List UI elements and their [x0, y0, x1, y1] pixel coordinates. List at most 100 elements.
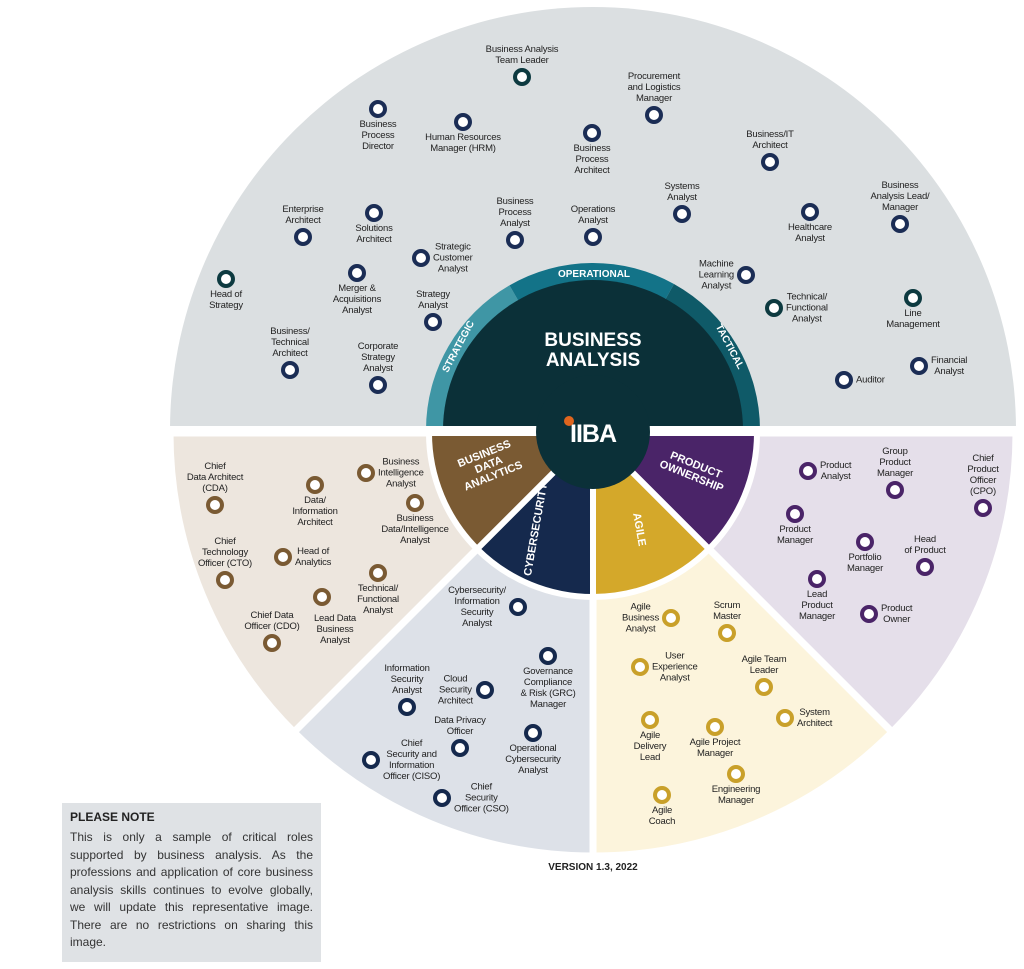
role-label-po: Head of Product [904, 534, 946, 556]
version-label: VERSION 1.3, 2022 [548, 862, 638, 873]
role-marker-icon [274, 548, 292, 566]
role-label-agile: Engineering Manager [711, 784, 761, 806]
role-label-top: Healthcare Analyst [788, 222, 832, 244]
role-marker-icon [860, 605, 878, 623]
role-label-top: Corporate Strategy Analyst [357, 341, 399, 374]
role-label-top: Human Resources Manager (HRM) [425, 132, 501, 154]
role-label-top: Machine Learning Analyst [698, 258, 735, 292]
role-marker-icon [424, 313, 442, 331]
role-label-cyber: Data Privacy Officer [434, 715, 486, 737]
role-label-top: Business Process Architect [573, 143, 611, 176]
role-marker-icon [727, 765, 745, 783]
role-marker-icon [856, 533, 874, 551]
role-marker-icon [357, 464, 375, 482]
role-marker-icon [406, 494, 424, 512]
role-label-po: Chief Product Officer (CPO) [967, 453, 999, 497]
role-label-po: Lead Product Manager [798, 589, 836, 622]
role-label-agile: Agile Business Analyst [622, 601, 659, 635]
role-label-top: Strategy Analyst [416, 289, 450, 311]
role-marker-icon [645, 106, 663, 124]
role-marker-icon [755, 678, 773, 696]
role-label-top: Head of Strategy [209, 289, 243, 311]
role-label-bda: Business Data/Intelligence Analyst [381, 513, 449, 546]
role-label-bda: Chief Data Officer (CDO) [244, 610, 300, 632]
role-marker-icon [513, 68, 531, 86]
role-label-top: Line Management [886, 308, 940, 330]
role-label-bda: Head of Analytics [295, 546, 332, 568]
role-marker-icon [776, 709, 794, 727]
role-marker-icon [910, 357, 928, 375]
role-label-agile: Agile Delivery Lead [633, 730, 667, 763]
role-marker-icon [583, 124, 601, 142]
role-label-cyber: Information Security Analyst [384, 663, 430, 696]
role-label-top: Technical/ Functional Analyst [786, 291, 828, 325]
role-label-cyber: Operational Cybersecurity Analyst [505, 743, 561, 776]
role-marker-icon [263, 634, 281, 652]
role-label-top: Strategic Customer Analyst [433, 241, 473, 275]
role-marker-icon [801, 203, 819, 221]
role-marker-icon [369, 376, 387, 394]
role-label-bda: Chief Data Architect (CDA) [186, 461, 244, 494]
role-marker-icon [281, 361, 299, 379]
role-marker-icon [294, 228, 312, 246]
role-marker-icon [412, 249, 430, 267]
role-marker-icon [916, 558, 934, 576]
role-label-agile: User Experience Analyst [652, 650, 698, 684]
role-label-bda: Chief Technology Officer (CTO) [197, 536, 253, 569]
role-label-top: Merger & Acquisitions Analyst [332, 283, 382, 316]
role-label-po: Product Owner [881, 603, 913, 625]
role-label-top: Business/ Technical Architect [270, 326, 310, 359]
note-body: This is only a sample of critical roles … [70, 830, 313, 949]
role-marker-icon [306, 476, 324, 494]
role-label-cyber: Chief Security Officer (CSO) [454, 781, 509, 815]
role-label-top: Procurement and Logistics Manager [627, 71, 681, 104]
ring-label-operational: OPERATIONAL [558, 269, 630, 280]
role-marker-icon [974, 499, 992, 517]
center-title-line1: BUSINESS [544, 330, 641, 351]
role-marker-icon [653, 786, 671, 804]
role-marker-icon [891, 215, 909, 233]
center-title-line2: ANALYSIS [546, 350, 640, 371]
role-marker-icon [451, 739, 469, 757]
note-box: PLEASE NOTE This is only a sample of cri… [62, 803, 321, 962]
role-marker-icon [433, 789, 451, 807]
role-label-bda: Business Intelligence Analyst [378, 456, 424, 490]
role-marker-icon [217, 270, 235, 288]
role-marker-icon [506, 231, 524, 249]
note-title: PLEASE NOTE [70, 810, 155, 824]
role-marker-icon [765, 299, 783, 317]
role-marker-icon [641, 711, 659, 729]
role-marker-icon [631, 658, 649, 676]
role-marker-icon [706, 718, 724, 736]
role-label-bda: Lead Data Business Analyst [313, 613, 357, 646]
role-label-agile: Agile Project Manager [689, 737, 741, 759]
role-marker-icon [786, 505, 804, 523]
role-label-top: Business Process Analyst [496, 196, 534, 229]
role-marker-icon [524, 724, 542, 742]
role-marker-icon [348, 264, 366, 282]
role-label-top: Business Process Director [359, 119, 397, 152]
ring-segment-tactical [664, 283, 760, 430]
role-marker-icon [313, 588, 331, 606]
role-marker-icon [808, 570, 826, 588]
business-analysis-core [443, 280, 743, 430]
role-marker-icon [662, 609, 680, 627]
wedge-label-agile: AGILE [630, 512, 648, 547]
role-label-cyber: Cloud Security Architect [437, 673, 473, 707]
role-marker-icon [369, 100, 387, 118]
role-marker-icon [737, 266, 755, 284]
role-marker-icon [799, 462, 817, 480]
role-label-bda: Technical/ Functional Analyst [357, 583, 399, 616]
role-marker-icon [718, 624, 736, 642]
role-marker-icon [835, 371, 853, 389]
iiba-logo: IIBA [570, 420, 617, 448]
role-label-top: Systems Analyst [664, 181, 700, 203]
role-label-top: Business Analysis Lead/ Manager [870, 180, 930, 213]
role-label-bda: Data/ Information Architect [292, 495, 338, 528]
role-marker-icon [509, 598, 527, 616]
role-marker-icon [904, 289, 922, 307]
role-marker-icon [476, 681, 494, 699]
role-marker-icon [539, 647, 557, 665]
